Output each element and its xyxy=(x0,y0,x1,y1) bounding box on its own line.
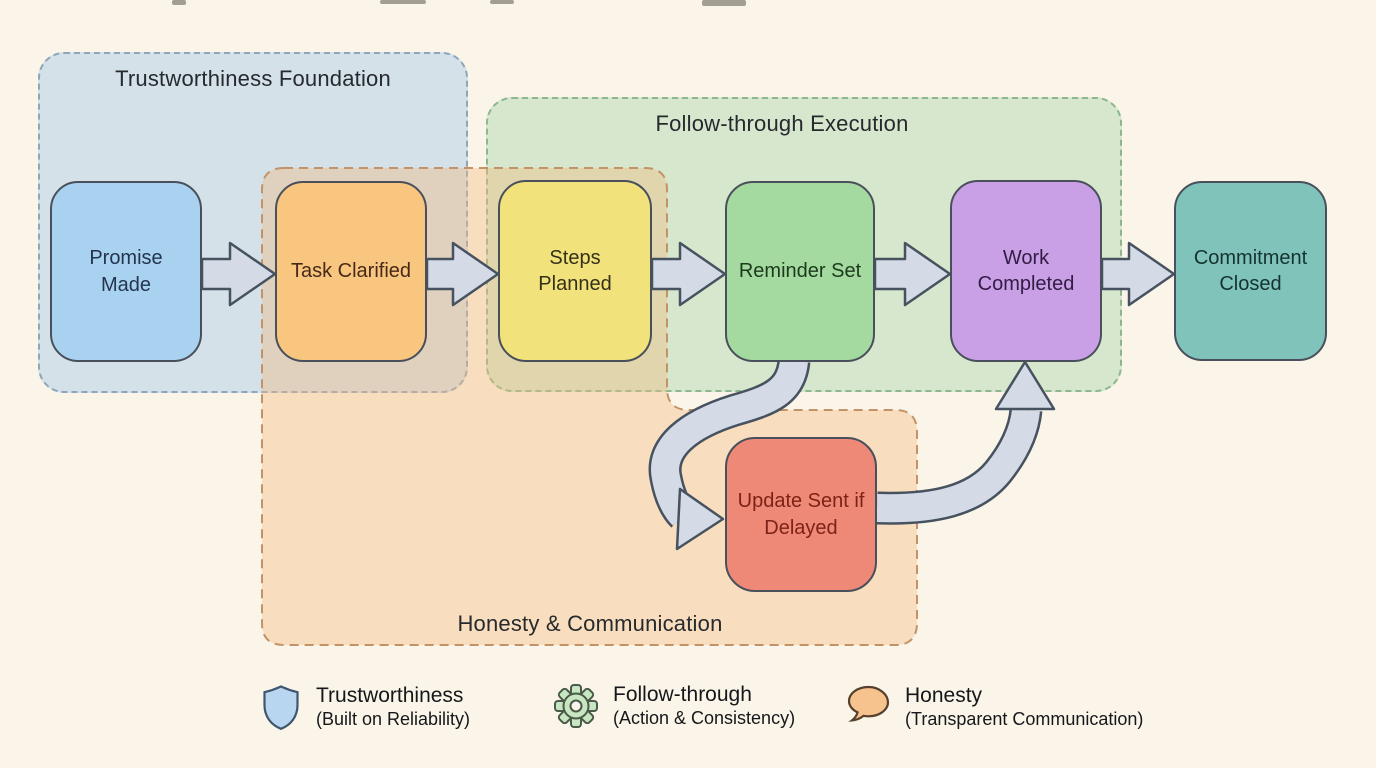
legend-honesty-title: Honesty xyxy=(905,684,983,707)
node-promise-made-label: Promise Made xyxy=(89,247,163,296)
node-work-completed-label: Work Completed xyxy=(977,246,1075,295)
node-task-clarified: Task Clarified xyxy=(275,181,427,362)
node-commitment-closed-label: Commitment Closed xyxy=(1193,246,1308,295)
top-edge-artifact xyxy=(380,0,426,4)
top-edge-artifact xyxy=(172,0,186,5)
node-update-sent-if-delayed: Update Sent if Delayed xyxy=(725,437,877,592)
legend-trustworthiness-title: Trustworthiness xyxy=(316,684,464,707)
legend-honesty-subtitle: (Transparent Communication) xyxy=(905,709,1144,729)
legend-item-honesty: Honesty (Transparent Communication) xyxy=(845,684,1143,730)
node-work-completed: Work Completed xyxy=(950,180,1102,362)
follow-through-execution-title: Follow-through Execution xyxy=(655,111,909,136)
node-steps-planned: Steps Planned xyxy=(498,180,652,362)
gear-icon xyxy=(554,684,598,728)
speech-bubble-icon xyxy=(847,685,890,722)
node-update-sent-label: Update Sent if Delayed xyxy=(737,490,865,539)
top-edge-artifact xyxy=(490,0,514,4)
trustworthiness-foundation-title: Trustworthiness Foundation xyxy=(115,66,391,91)
legend-item-follow-through: Follow-through (Action & Consistency) xyxy=(553,683,795,729)
node-reminder-set: Reminder Set xyxy=(725,181,875,362)
legend-follow-through-subtitle: (Action & Consistency) xyxy=(613,708,796,728)
node-promise-made: Promise Made xyxy=(50,181,202,362)
node-commitment-closed: Commitment Closed xyxy=(1174,181,1327,361)
node-task-clarified-label: Task Clarified xyxy=(290,260,412,283)
node-steps-planned-label: Steps Planned xyxy=(538,246,612,295)
legend-trustworthiness-subtitle: (Built on Reliability) xyxy=(316,709,471,729)
legend-follow-through-title: Follow-through xyxy=(613,683,752,706)
node-reminder-set-label: Reminder Set xyxy=(738,260,862,283)
honesty-communication-title: Honesty & Communication xyxy=(457,611,723,636)
shield-icon xyxy=(263,685,299,730)
legend-item-trustworthiness: Trustworthiness (Built on Reliability) xyxy=(260,684,470,731)
top-edge-artifact xyxy=(702,0,746,6)
